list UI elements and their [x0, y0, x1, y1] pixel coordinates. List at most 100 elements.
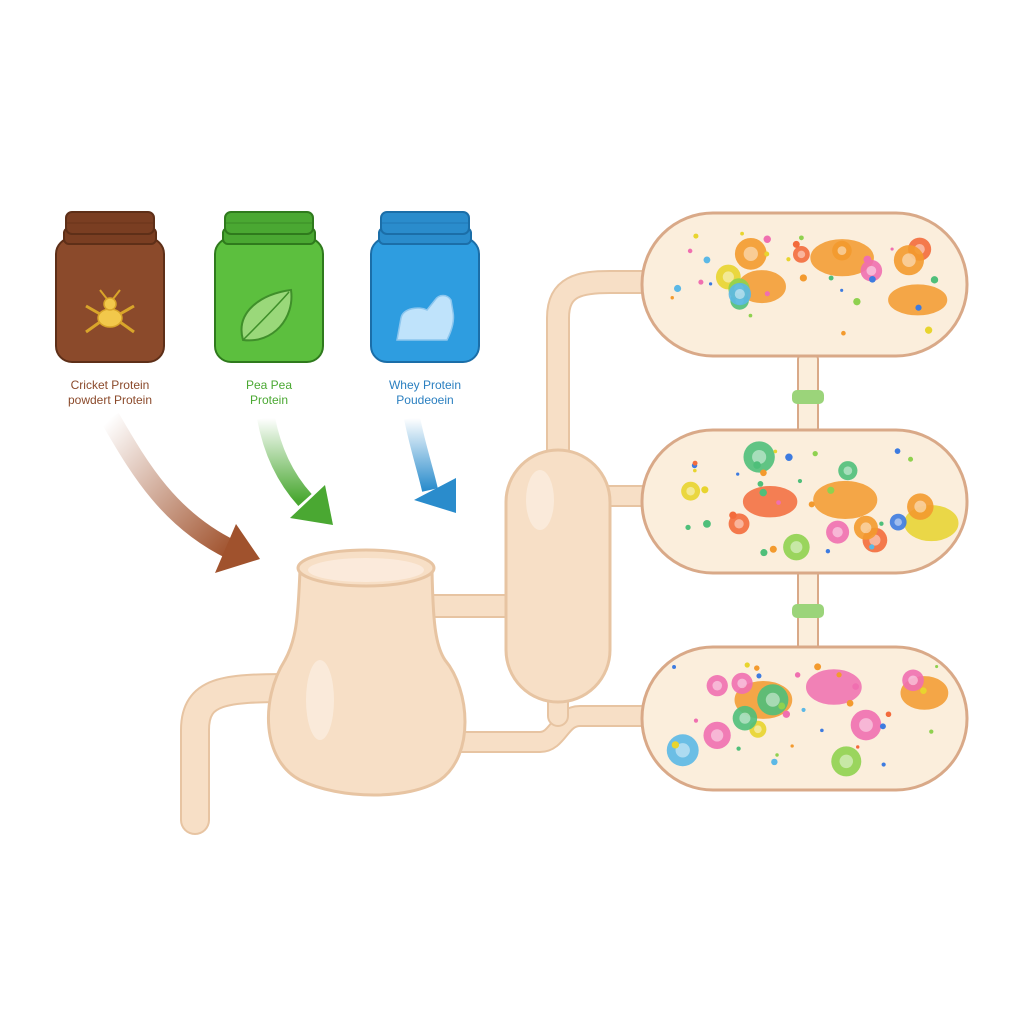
microbe-nucleus	[712, 680, 723, 691]
microbe-dot	[890, 247, 894, 251]
microbe-cell	[743, 441, 775, 473]
microbe-cell	[706, 675, 728, 697]
microbe-cell	[850, 709, 882, 741]
microbe-dot	[885, 711, 892, 718]
microbe-cell	[792, 245, 810, 263]
microbe-nucleus	[743, 246, 758, 261]
inlet-tube	[182, 675, 303, 833]
microbe-particles	[666, 231, 959, 777]
microbe-nucleus	[737, 678, 747, 689]
microbe-dot	[698, 279, 704, 285]
microbe-nucleus	[790, 541, 803, 554]
microbe-cell	[728, 282, 752, 306]
jar-label-pea: Pea Pea Protein	[189, 378, 349, 408]
microbe-dot	[693, 718, 699, 723]
microbe-dot	[754, 665, 760, 671]
microbe-dot	[760, 549, 768, 557]
microbe-dot	[856, 745, 860, 749]
microbe-nucleus	[866, 265, 877, 276]
microbe-dot	[703, 256, 711, 264]
microbe-dot	[778, 702, 786, 710]
jar-label-line1: Cricket Protein	[70, 378, 150, 392]
microbe-dot	[790, 744, 794, 748]
microbe-nucleus	[734, 289, 745, 300]
jar-label-whey: Whey Protein Poudeoein	[345, 378, 505, 408]
microbe-dot	[769, 545, 777, 553]
microbe-dot	[736, 746, 741, 751]
microbe-dot	[894, 448, 901, 454]
microbe-cell	[907, 493, 934, 520]
microbe-dot	[756, 673, 762, 679]
microbe-dot	[792, 240, 800, 248]
microbe-cell	[734, 237, 767, 270]
microbe-dot	[703, 519, 711, 528]
microbe-cell	[731, 672, 753, 694]
microbe-dot	[701, 486, 709, 494]
microbe-blob	[742, 485, 798, 518]
microbe-nucleus	[894, 518, 902, 526]
jar-label-line2: powdert Protein	[67, 393, 153, 407]
arrow-whey-head	[414, 478, 456, 513]
jar-whey	[370, 211, 480, 363]
microbe-dot	[692, 460, 698, 466]
microbe-dot	[748, 313, 753, 318]
microbe-dot	[841, 330, 846, 336]
microbe-dot	[672, 664, 677, 669]
microbe-cell	[826, 520, 850, 544]
microbe-blob	[813, 480, 878, 519]
microbe-dot	[744, 662, 750, 668]
microbe-dot	[840, 288, 844, 292]
microbe-cell	[732, 705, 758, 731]
microbe-cell	[893, 245, 925, 276]
stomach-body	[267, 568, 467, 797]
microbe-dot	[785, 453, 793, 461]
microbe-nucleus	[859, 718, 873, 732]
microbe-dot	[930, 276, 939, 284]
microbe-dot	[808, 501, 815, 508]
microbe-dot	[685, 524, 691, 530]
microbe-dot	[786, 257, 791, 262]
microbe-nucleus	[675, 743, 690, 758]
microbe-dot	[729, 511, 737, 519]
microbe-dot	[740, 231, 744, 236]
microbe-dot	[869, 275, 876, 283]
microbe-dot	[863, 255, 872, 264]
microbe-dot	[759, 488, 767, 497]
microbe-nucleus	[839, 754, 854, 769]
microbe-dot	[881, 762, 886, 767]
pipe-stomach-capsule3	[446, 707, 669, 751]
microbe-nucleus	[860, 522, 872, 534]
capsule-3-shell	[640, 645, 969, 792]
microbe-nucleus	[837, 246, 847, 256]
microbe-cell	[860, 259, 883, 282]
microbe-dot	[915, 304, 922, 311]
microbe-dot	[760, 469, 767, 477]
microbe-nucleus	[710, 729, 724, 742]
pipe-column-capsule1-outline	[546, 270, 670, 482]
arrow-pea-head	[290, 485, 333, 525]
microbe-cell	[681, 481, 701, 501]
microbe-dot	[820, 728, 824, 733]
microbe-dot	[908, 456, 914, 462]
capsule-1-shell	[640, 211, 969, 358]
microbe-dot	[771, 758, 778, 766]
microbe-dot	[794, 672, 801, 678]
microbe-cell	[831, 746, 862, 777]
microbe-dot	[836, 672, 842, 678]
microbe-nucleus	[722, 271, 734, 283]
microbe-dot	[852, 683, 859, 690]
microbe-nucleus	[843, 466, 853, 475]
microbe-dot	[753, 461, 761, 469]
pipe-column-capsule1	[548, 272, 668, 480]
arrow-whey	[404, 416, 438, 492]
pea-leaf-icon	[240, 288, 293, 342]
microbe-dot	[764, 251, 770, 257]
microbe-dot	[814, 663, 822, 671]
microbe-nucleus	[734, 519, 744, 529]
microbe-dot	[828, 275, 834, 281]
jar-cricket	[55, 211, 165, 363]
flow-arrows	[101, 413, 456, 573]
microbe-dot	[671, 741, 680, 749]
jar-label-line2: Poudeoein	[396, 393, 454, 407]
microbe-nucleus	[914, 500, 927, 513]
